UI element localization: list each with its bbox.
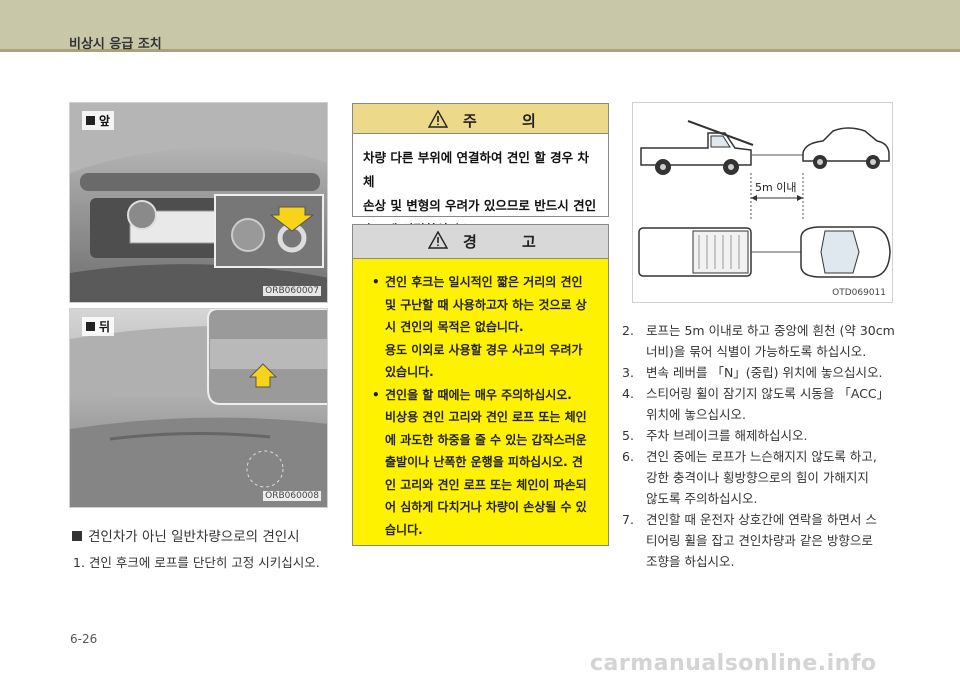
step-item: 2. 로프는 5m 이내로 하고 중앙에 흰천 (약 30cm 너비)을 묶어 … [622,320,902,362]
header-band [0,0,960,52]
step-line: 변속 레버를 「N」(중립) 위치에 놓으십시오. [646,365,883,380]
towing-steps-list: 2. 로프는 5m 이내로 하고 중앙에 흰천 (약 30cm 너비)을 묶어 … [622,320,902,572]
bullet: • [372,387,380,402]
step-item: 7. 견인할 때 운전자 상호간에 연락을 하면서 스 티어링 휠을 잡고 견인… [622,509,902,572]
warning-line: 어 심하게 다치거나 차량이 손상될 수 있 [385,500,587,514]
step-line: 주차 브레이크를 해제하십시오. [646,428,808,443]
step-line: 티어링 휠을 잡고 견인차량과 같은 방향으로 [646,533,873,548]
warning-triangle-icon [428,231,448,249]
step-line: 조향을 하십시오. [646,554,735,569]
step-line: 위치에 놓으십시오. [646,407,746,422]
rear-label-text: 뒤 [99,320,111,334]
square-marker-icon [86,322,95,331]
warning-line: 있습니다. [385,365,434,379]
towing-distance-diagram: 5m 이내 OTD069011 [632,102,893,303]
warning-line: 출발이나 난폭한 운행을 피하십시오. 견 [385,455,583,469]
warning-triangle-icon [428,110,448,128]
warning-line: 에 과도한 하중을 줄 수 있는 갑작스러운 [385,432,587,447]
step-line: 견인할 때 운전자 상호간에 연락을 하면서 스 [646,512,877,527]
step-number: 6. [622,449,634,464]
step-line: 로프는 5m 이내로 하고 중앙에 흰천 (약 30cm [646,323,895,338]
warning-line: 시 견인의 목적은 없습니다. [385,320,524,334]
caution-header: 주 의 [353,104,608,134]
section-heading: 견인차가 아닌 일반차량으로의 견인시 [72,525,300,545]
warning-box: 경 고 • 견인 후크는 일시적인 짧은 거리의 견인 및 구난할 때 사용하고… [352,224,609,546]
page-number: 6-26 [70,632,98,646]
warning-item: • 견인을 할 때에는 매우 주의하십시오. 비상용 견인 고리와 견인 로프 … [363,384,598,542]
step-line: 너비)을 묶어 식별이 가능하도록 하십시오. [646,344,867,359]
step-number: 3. [622,365,634,380]
caution-line: 손상 및 변형의 우려가 있으므로 반드시 견인 [363,198,597,213]
warning-title: 경 고 [463,233,556,251]
warning-header: 경 고 [353,225,608,259]
warning-line: 견인 후크는 일시적인 짧은 거리의 견인 [385,275,583,289]
diagram-code: OTD069011 [832,288,886,298]
square-marker-icon [72,531,82,541]
page-header-title: 비상시 응급 조치 [69,37,162,52]
warning-line: 견인을 할 때에는 매우 주의하십시오. [385,387,572,402]
rear-tow-hook-photo: 뒤 ORB060008 [69,308,328,508]
watermark: carmanualsonline.info [590,651,877,676]
step-number: 5. [622,428,634,443]
warning-line: 및 구난할 때 사용하고자 하는 것으로 상 [385,297,587,312]
rear-bumper-illustration [70,309,327,507]
step-number: 4. [622,386,634,401]
step-item: 3. 변속 레버를 「N」(중립) 위치에 놓으십시오. [622,362,902,383]
warning-line: 용도 이외로 사용할 경우 사고의 우려가 [385,342,583,357]
caution-title: 주 의 [463,112,556,130]
distance-label: 5m 이내 [755,179,797,195]
step-item: 4. 스티어링 휠이 잠기지 않도록 시동을 「ACC」 위치에 놓으십시오. [622,383,902,425]
step-line: 않도록 주의하십시오. [646,491,758,506]
step-number: 7. [622,512,634,527]
front-label-text: 앞 [99,114,111,128]
section-heading-text: 견인차가 아닌 일반차량으로의 견인시 [88,529,300,545]
header-rule [0,49,960,52]
rear-label: 뒤 [82,317,115,336]
front-photo-code: ORB060007 [263,286,321,296]
caution-box: 주 의 차량 다른 부위에 연결하여 견인 할 경우 차체 손상 및 변형의 우… [352,103,609,237]
step-number: 2. [622,323,634,338]
step-line: 견인 중에는 로프가 느슨해지지 않도록 하고, [646,449,877,464]
warning-line: 습니다. [385,522,423,537]
warning-item: • 견인 후크는 일시적인 짧은 거리의 견인 및 구난할 때 사용하고자 하는… [363,271,598,384]
tow-truck-and-car-illustration [638,120,891,278]
caution-line: 차량 다른 부위에 연결하여 견인 할 경우 차체 [363,150,589,189]
warning-line: 비상용 견인 고리와 견인 로프 또는 체인 [385,410,587,424]
step-line: 스티어링 휠이 잠기지 않도록 시동을 「ACC」 [646,386,890,401]
front-label: 앞 [82,111,115,130]
step-1: 1. 견인 후크에 로프를 단단히 고정 시키십시오. [73,555,320,570]
bullet: • [372,275,380,289]
step-item: 5. 주차 브레이크를 해제하십시오. [622,425,902,446]
front-bumper-illustration [70,103,327,302]
warning-text: • 견인 후크는 일시적인 짧은 거리의 견인 및 구난할 때 사용하고자 하는… [353,259,608,541]
step-line: 강한 충격이나 횡방향으로의 힘이 가해지지 [646,470,869,485]
square-marker-icon [86,116,95,125]
rear-photo-code: ORB060008 [263,491,321,501]
warning-line: 인 고리와 견인 로프 또는 체인이 파손되 [385,477,587,492]
front-tow-hook-photo: 앞 ORB060007 [69,102,328,303]
step-item: 6. 견인 중에는 로프가 느슨해지지 않도록 하고, 강한 충격이나 횡방향으… [622,446,902,509]
